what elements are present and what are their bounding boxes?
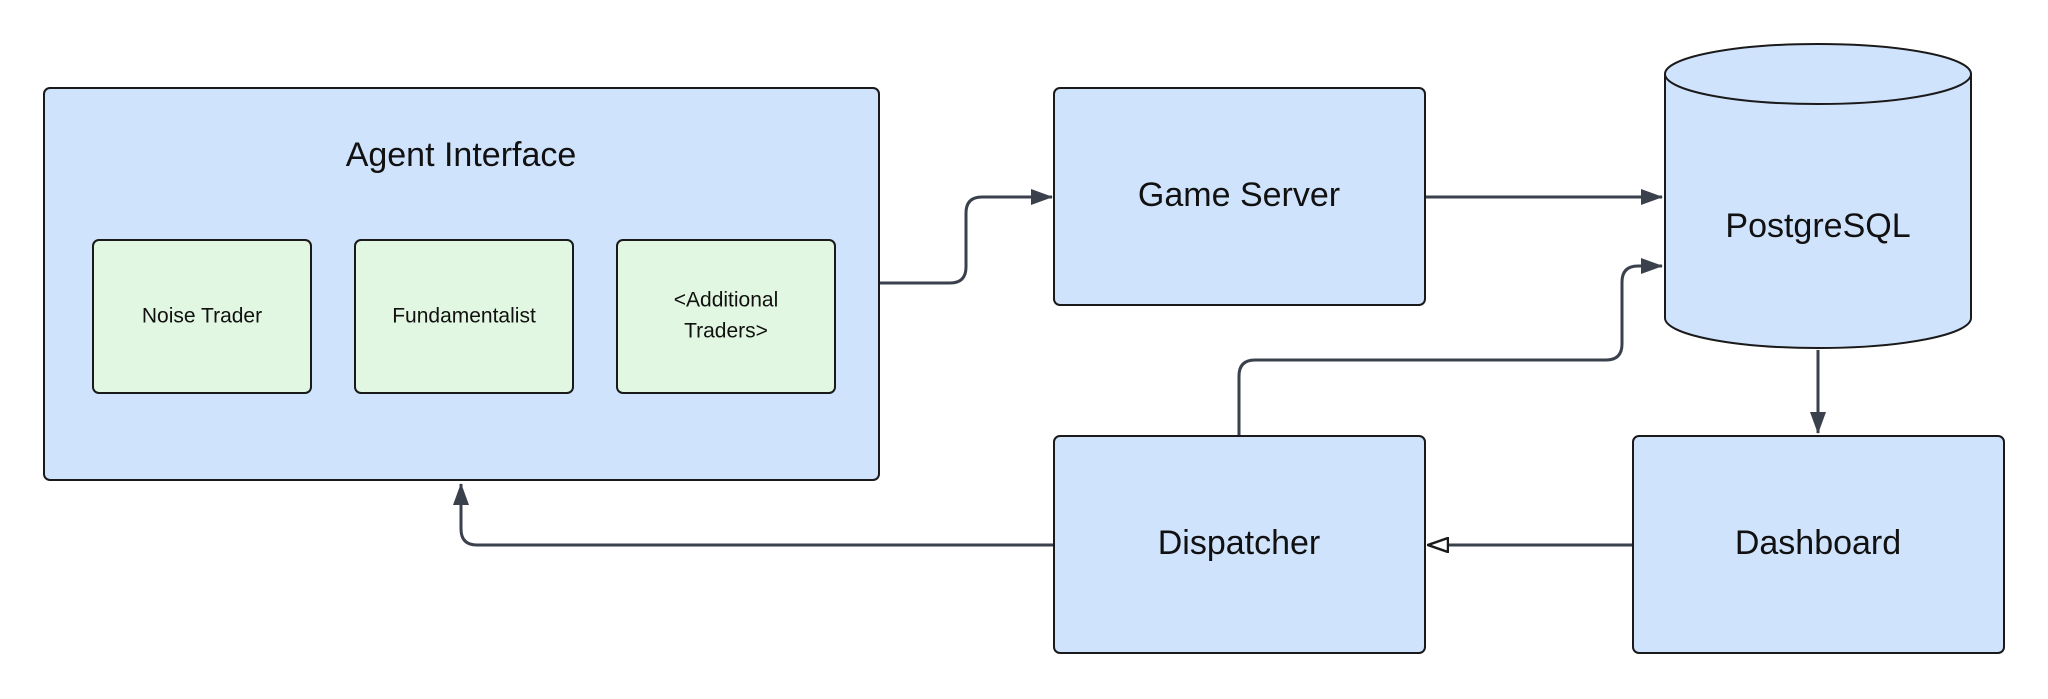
postgresql-label: PostgreSQL [1725, 207, 1910, 245]
edge-agent-interface-to-game-server [880, 189, 1053, 285]
dispatcher-label: Dispatcher [1158, 524, 1321, 562]
dashboard-node: Dashboard [1632, 435, 2005, 654]
edge-dispatcher-to-agent-interface [453, 483, 1053, 547]
game-server-node: Game Server [1053, 87, 1426, 306]
trader-node-noise-trader: Noise Trader [92, 239, 312, 394]
agent-interface-node: Agent Interface Noise Trader Fundamental… [43, 87, 880, 481]
edge-dispatcher-to-postgresql [1237, 258, 1663, 436]
trader-label-line-2: Traders> [684, 320, 768, 343]
trader-node-additional-traders: <Additional Traders> [616, 239, 836, 394]
dispatcher-node: Dispatcher [1053, 435, 1426, 654]
dashboard-label: Dashboard [1735, 524, 1901, 562]
trader-label-line-1: <Additional [674, 289, 779, 312]
postgresql-database-node: PostgreSQL [1664, 43, 1972, 349]
game-server-label: Game Server [1138, 176, 1340, 214]
trader-label: Noise Trader [142, 305, 262, 328]
trader-label: Fundamentalist [392, 305, 536, 328]
agent-interface-title: Agent Interface [346, 136, 577, 174]
connectors [453, 189, 1826, 547]
trader-node-fundamentalist: Fundamentalist [354, 239, 574, 394]
